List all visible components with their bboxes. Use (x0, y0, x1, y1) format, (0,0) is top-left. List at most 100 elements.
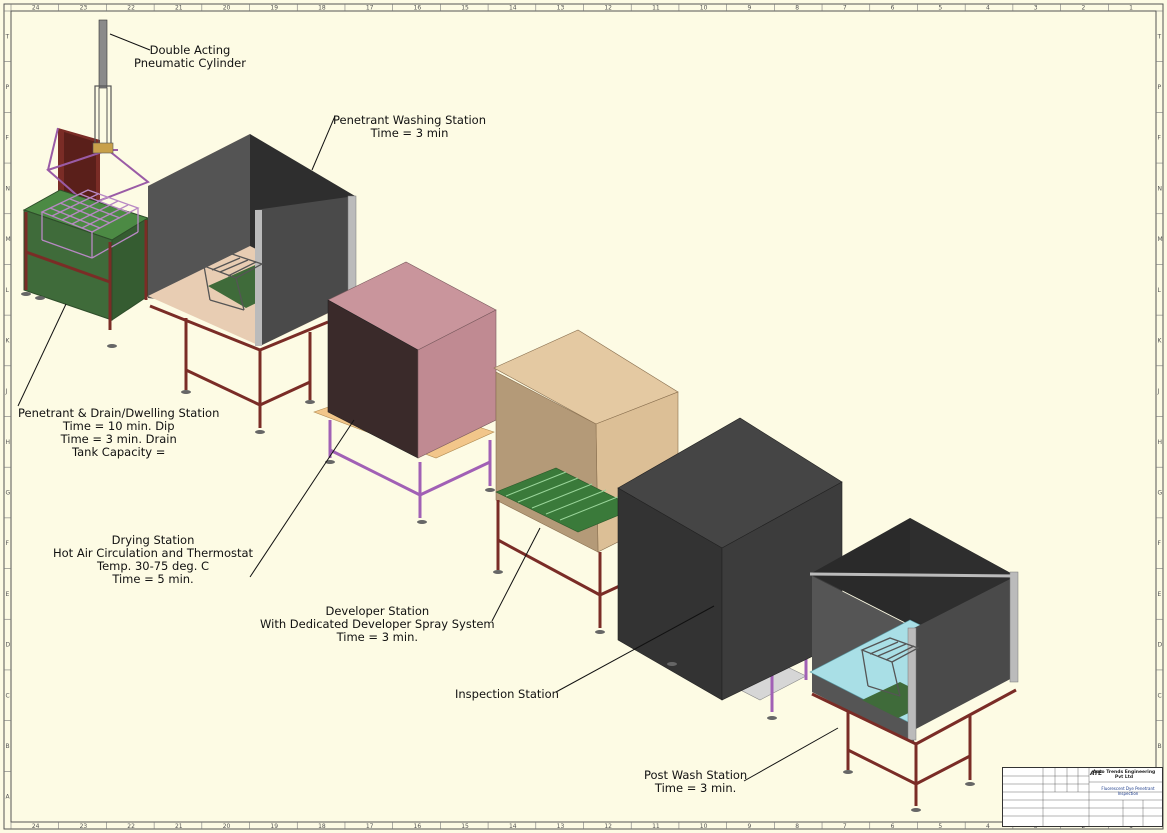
zone-col-label: 18 (318, 5, 326, 12)
zone-col-label: 9 (747, 823, 751, 830)
zone-row-label: B (6, 743, 10, 750)
penetrant-basket (40, 189, 140, 259)
zone-row-label: H (1158, 439, 1163, 446)
zone-col-label: 3 (1034, 5, 1038, 12)
zone-col-label: 15 (461, 5, 469, 12)
penetrant-station (21, 19, 150, 348)
drawing-title: Fluorescent Dye Penetrant Inspection (1101, 786, 1155, 796)
zone-row-label: H (6, 439, 11, 446)
zone-row-label: P (1158, 84, 1162, 91)
zone-col-label: 15 (461, 823, 469, 830)
company-logo: ATE (1090, 770, 1103, 777)
zone-col-label: 21 (175, 823, 183, 830)
label-inspection-station: Inspection Station (455, 687, 559, 701)
zone-col-label: 20 (223, 823, 231, 830)
zone-row-label: J (1157, 388, 1160, 395)
zone-col-label: 23 (80, 5, 88, 12)
postwash-basket (860, 637, 920, 697)
zone-row-label: G (6, 490, 11, 497)
zone-col-label: 9 (747, 5, 751, 12)
zone-col-label: 7 (843, 5, 847, 12)
title-block: ATE Auto Trends Engineering Pvt Ltd Fluo… (1002, 767, 1163, 827)
postwash-station (809, 518, 1019, 812)
zone-row-label: N (1158, 185, 1163, 192)
zone-row-label: D (1158, 642, 1163, 649)
zone-col-label: 13 (557, 823, 565, 830)
zone-row-label: L (6, 287, 10, 294)
zone-col-label: 17 (366, 823, 374, 830)
drying-station (313, 261, 497, 524)
zone-col-label: 20 (223, 5, 231, 12)
zone-row-label: K (1158, 337, 1163, 344)
zone-row-label: T (1157, 33, 1162, 40)
zone-col-label: 4 (986, 823, 990, 830)
border-zone-labels: 2424232322222121202019191818171716161515… (5, 5, 1163, 831)
zone-row-label: A (6, 794, 11, 801)
zone-col-label: 18 (318, 823, 326, 830)
zone-col-label: 11 (652, 5, 660, 12)
zone-row-label: D (6, 642, 11, 649)
zone-row-label: M (6, 236, 11, 243)
zone-col-label: 2 (1081, 5, 1085, 12)
zone-row-label: F (6, 135, 10, 142)
zone-row-label: M (1158, 236, 1163, 243)
zone-col-label: 24 (32, 5, 40, 12)
zone-row-label: N (6, 185, 11, 192)
zone-col-label: 14 (509, 5, 517, 12)
zone-col-label: 5 (938, 823, 942, 830)
zone-col-label: 10 (700, 823, 708, 830)
zone-row-label: T (5, 33, 10, 40)
zone-col-label: 22 (127, 5, 135, 12)
zone-row-label: F (6, 540, 10, 547)
zone-col-label: 12 (604, 823, 612, 830)
zone-row-label: F (1158, 135, 1162, 142)
leader-lines (17, 33, 839, 782)
zone-col-label: 10 (700, 5, 708, 12)
zone-row-label: E (1158, 591, 1162, 598)
zone-col-label: 23 (80, 823, 88, 830)
company-name: Auto Trends Engineering Pvt Ltd (1092, 770, 1156, 780)
zone-row-label: J (5, 388, 8, 395)
zone-col-label: 6 (891, 5, 895, 12)
zone-row-label: G (1158, 490, 1163, 497)
zone-col-label: 17 (366, 5, 374, 12)
zone-row-label: B (1158, 743, 1162, 750)
zone-col-label: 19 (270, 5, 278, 12)
washing-station (148, 134, 357, 434)
zone-row-label: L (1158, 287, 1162, 294)
zone-col-label: 7 (843, 823, 847, 830)
zone-col-label: 5 (938, 5, 942, 12)
zone-col-label: 14 (509, 823, 517, 830)
zone-row-label: E (6, 591, 10, 598)
zone-col-label: 6 (891, 823, 895, 830)
zone-row-label: F (1158, 540, 1162, 547)
zone-col-label: 1 (1129, 5, 1133, 12)
zone-col-label: 11 (652, 823, 660, 830)
cylinder-rod (98, 19, 108, 89)
zone-col-label: 19 (270, 823, 278, 830)
zone-row-label: K (6, 337, 11, 344)
zone-row-label: P (6, 84, 10, 91)
zone-col-label: 22 (127, 823, 135, 830)
zone-row-label: C (1158, 692, 1162, 699)
zone-col-label: 16 (414, 823, 422, 830)
zone-col-label: 8 (795, 5, 799, 12)
zone-row-label: C (6, 692, 10, 699)
zone-col-label: 21 (175, 5, 183, 12)
washing-basket (202, 253, 264, 311)
zone-col-label: 16 (414, 5, 422, 12)
zone-col-label: 24 (32, 823, 40, 830)
title-block-grid (1003, 768, 1162, 826)
border-ticks (4, 4, 1163, 829)
zone-col-label: 8 (795, 823, 799, 830)
zone-col-label: 12 (604, 5, 612, 12)
zone-col-label: 4 (986, 5, 990, 12)
zone-col-label: 13 (557, 5, 565, 12)
